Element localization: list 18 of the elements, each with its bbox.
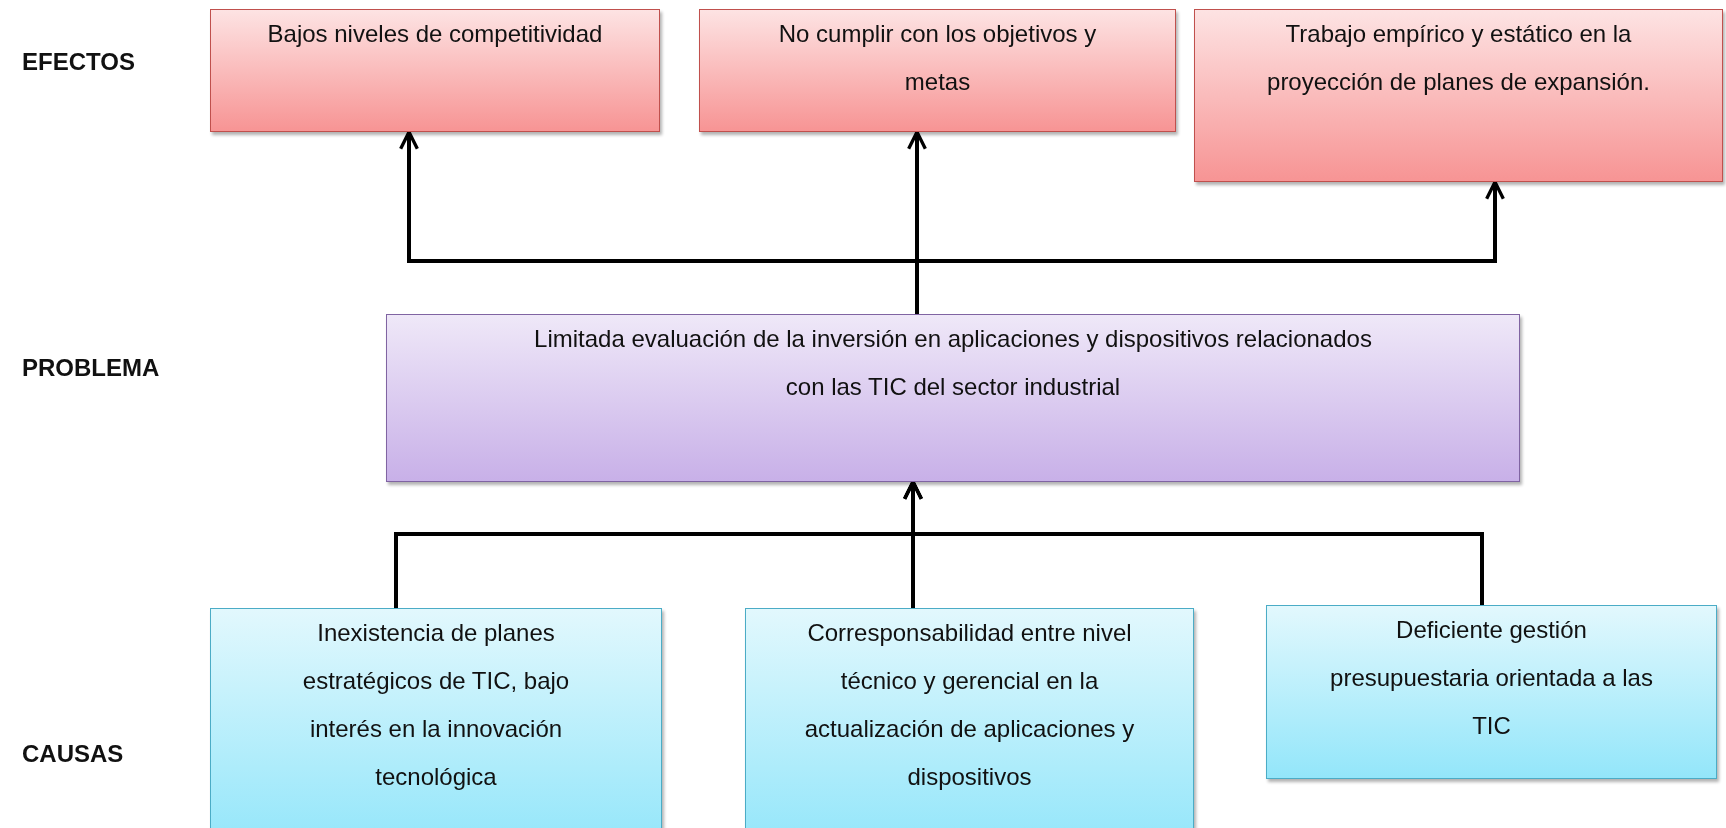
effect-box (699, 9, 1176, 132)
problem-box (386, 314, 1520, 482)
row-label: CAUSAS (22, 740, 124, 768)
node-text: Trabajo empírico y estático en la proyección de planes de expansión. (1266, 19, 1651, 97)
cause-box (745, 608, 1194, 828)
node-text: No cumplir con los objetivos y metas (777, 19, 1098, 97)
node-text: Inexistencia de planes estratégicos de TIC, bajo interés en la innovación tecnológica (301, 618, 571, 792)
node-text: Corresponsabilidad entre nivel técnico y gerencial en la actualización de aplicaciones y dispositivos (803, 618, 1136, 792)
effect-box (1194, 9, 1723, 182)
cause-box (1266, 605, 1717, 779)
row-label: PROBLEMA (22, 354, 160, 382)
effect-box (210, 9, 660, 132)
node-text: Limitada evaluación de la inversión en aplicaciones y dispositivos relacionados con las TIC del sector industrial (533, 324, 1373, 402)
row-label: EFECTOS (22, 48, 135, 76)
cause-box (210, 608, 662, 828)
node-text: Bajos niveles de competitividad (267, 19, 603, 49)
node-text: Deficiente gestión presupuestaria orientada a las TIC (1329, 615, 1654, 741)
arrow (903, 480, 1484, 605)
